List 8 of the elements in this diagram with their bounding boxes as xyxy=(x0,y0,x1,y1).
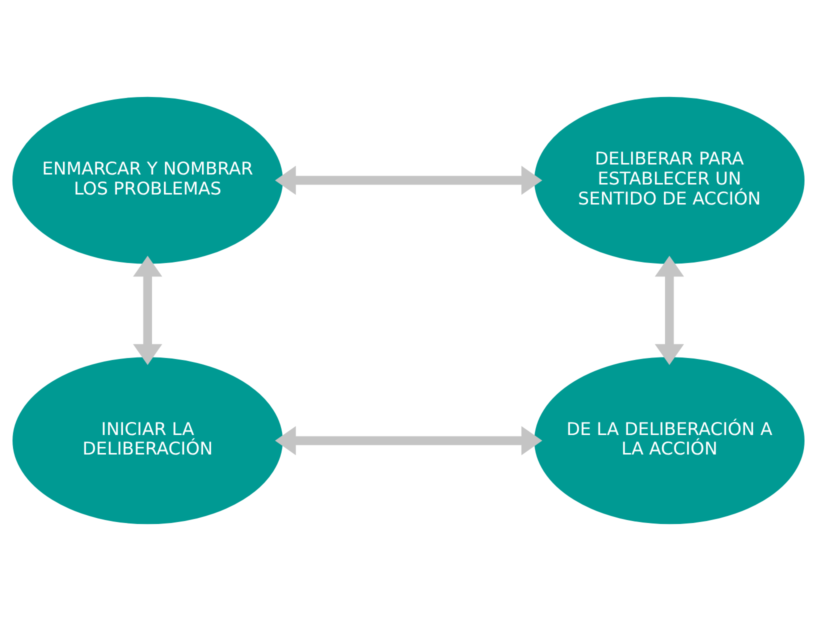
arrow xyxy=(133,255,162,364)
arrow xyxy=(275,165,542,194)
node-ellipse: ENMARCAR Y NOMBRAR LOS PROBLEMAS xyxy=(12,96,283,264)
arrow xyxy=(275,426,542,455)
node-ellipse: DELIBERAR PARA ESTABLECER UN SENTIDO DE ACCIÓN xyxy=(534,96,805,264)
arrow xyxy=(654,255,684,364)
node-ellipse: INICIAR LA DELIBERACIÓN xyxy=(12,356,283,524)
node-ellipse: DE LA DELIBERACIÓN A LA ACCIÓN xyxy=(534,356,805,524)
